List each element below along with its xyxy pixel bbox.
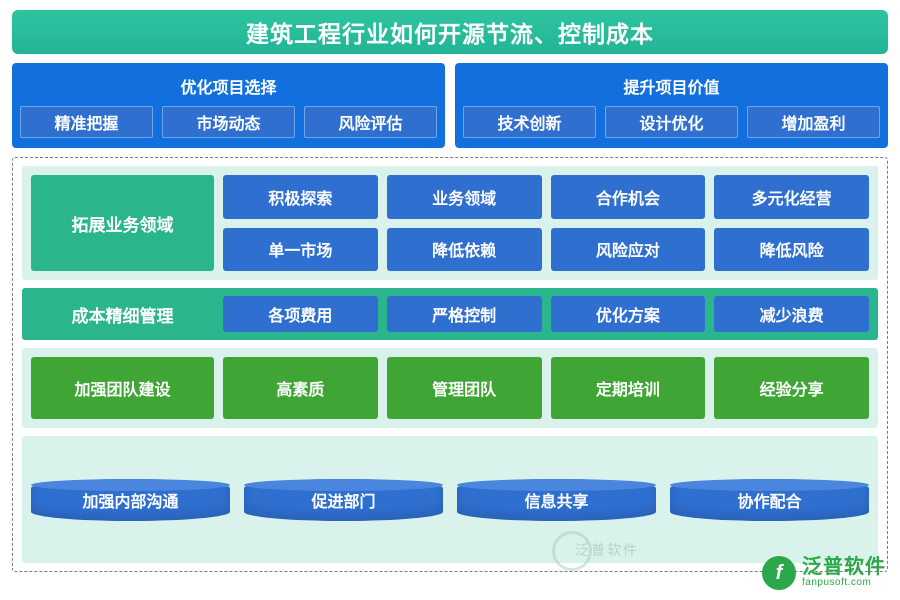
team-cell-2[interactable]: 定期培训 bbox=[550, 357, 706, 419]
cost-cell-2[interactable]: 优化方案 bbox=[550, 296, 706, 332]
row-expand-business: 拓展业务领域 积极探索 业务领域 合作机会 多元化经营 单一市场 降低依赖 风险… bbox=[22, 166, 878, 280]
panel-optimize-selection: 优化项目选择 精准把握 市场动态 风险评估 bbox=[12, 63, 445, 148]
expand-cell-4[interactable]: 单一市场 bbox=[223, 227, 378, 271]
team-cell-1[interactable]: 管理团队 bbox=[386, 357, 542, 419]
row-cost-management: 成本精细管理 各项费用 严格控制 优化方案 减少浪费 bbox=[22, 288, 878, 340]
panel-item-0[interactable]: 精准把握 bbox=[20, 106, 153, 138]
page-title: 建筑工程行业如何开源节流、控制成本 bbox=[12, 10, 888, 54]
row-expand-label: 拓展业务领域 bbox=[31, 175, 214, 271]
panel-item-1[interactable]: 市场动态 bbox=[162, 106, 295, 138]
row-expand-cells: 积极探索 业务领域 合作机会 多元化经营 单一市场 降低依赖 风险应对 降低风险 bbox=[223, 175, 869, 271]
row-team-cells: 高素质 管理团队 定期培训 经验分享 bbox=[223, 357, 869, 419]
row-cost-cells: 各项费用 严格控制 优化方案 减少浪费 bbox=[223, 296, 869, 332]
row-team-building: 加强团队建设 高素质 管理团队 定期培训 经验分享 bbox=[22, 348, 878, 428]
panel-increase-value: 提升项目价值 技术创新 设计优化 增加盈利 bbox=[455, 63, 888, 148]
comm-cylinder-label-0: 加强内部沟通 bbox=[82, 493, 179, 511]
panel-items: 精准把握 市场动态 风险评估 bbox=[20, 106, 437, 138]
row-cost-label: 成本精细管理 bbox=[71, 306, 174, 326]
row-communication: 加强内部沟通 促进部门 信息共享 协作配合 bbox=[22, 436, 878, 563]
expand-cell-1[interactable]: 业务领域 bbox=[386, 175, 542, 219]
panel-heading: 提升项目价值 bbox=[623, 80, 720, 97]
expand-cell-6[interactable]: 风险应对 bbox=[550, 227, 706, 271]
comm-cylinder-label-2: 信息共享 bbox=[524, 493, 589, 511]
comm-cylinder-0[interactable]: 加强内部沟通 bbox=[31, 478, 230, 521]
cost-cell-3[interactable]: 减少浪费 bbox=[714, 296, 869, 332]
team-cell-3[interactable]: 经验分享 bbox=[714, 357, 869, 419]
panel-item-2[interactable]: 风险评估 bbox=[304, 106, 437, 138]
comm-cylinder-2[interactable]: 信息共享 bbox=[457, 478, 656, 521]
strategy-container: 拓展业务领域 积极探索 业务领域 合作机会 多元化经营 单一市场 降低依赖 风险… bbox=[12, 157, 888, 572]
comm-cylinder-label-3: 协作配合 bbox=[737, 493, 802, 511]
expand-cell-2[interactable]: 合作机会 bbox=[550, 175, 706, 219]
panel-items: 技术创新 设计优化 增加盈利 bbox=[463, 106, 880, 138]
logo-name-cn: 泛普软件 bbox=[802, 556, 886, 579]
cost-cell-0[interactable]: 各项费用 bbox=[223, 296, 378, 332]
panel-item-0[interactable]: 技术创新 bbox=[463, 106, 596, 138]
panel-heading: 优化项目选择 bbox=[180, 80, 277, 97]
expand-cell-0[interactable]: 积极探索 bbox=[223, 175, 378, 219]
team-cell-0[interactable]: 高素质 bbox=[223, 357, 378, 419]
panel-item-2[interactable]: 增加盈利 bbox=[747, 106, 880, 138]
brand-logo: f 泛普软件 fanpusoft.com bbox=[762, 556, 886, 590]
top-panels: 优化项目选择 精准把握 市场动态 风险评估 提升项目价值 技术创新 设计优化 增… bbox=[12, 63, 888, 148]
logo-text: 泛普软件 fanpusoft.com bbox=[802, 557, 886, 589]
page-title-text: 建筑工程行业如何开源节流、控制成本 bbox=[246, 21, 654, 47]
comm-cylinder-label-1: 促进部门 bbox=[311, 493, 376, 511]
expand-cell-5[interactable]: 降低依赖 bbox=[386, 227, 542, 271]
logo-name-en: fanpusoft.com bbox=[802, 577, 872, 589]
row-team-label[interactable]: 加强团队建设 bbox=[31, 357, 214, 419]
comm-cylinder-1[interactable]: 促进部门 bbox=[244, 478, 443, 521]
cost-cell-1[interactable]: 严格控制 bbox=[386, 296, 542, 332]
logo-mark-icon: f bbox=[762, 556, 796, 590]
expand-cell-3[interactable]: 多元化经营 bbox=[714, 175, 869, 219]
comm-cylinder-3[interactable]: 协作配合 bbox=[670, 478, 869, 521]
panel-item-1[interactable]: 设计优化 bbox=[605, 106, 738, 138]
expand-cell-7[interactable]: 降低风险 bbox=[714, 227, 869, 271]
watermark-circle bbox=[552, 531, 592, 571]
